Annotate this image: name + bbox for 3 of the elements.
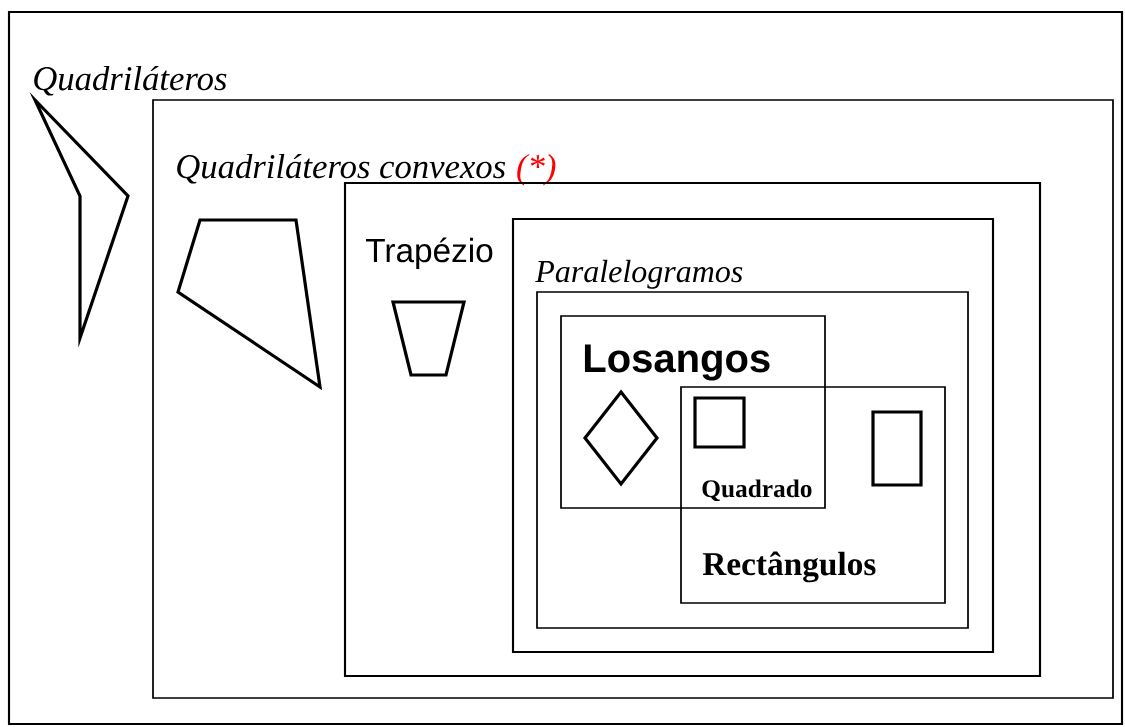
shape-label: Quadrado [702, 479, 812, 502]
box [511, 217, 995, 654]
node-label: Paralelogramos [535, 259, 743, 289]
